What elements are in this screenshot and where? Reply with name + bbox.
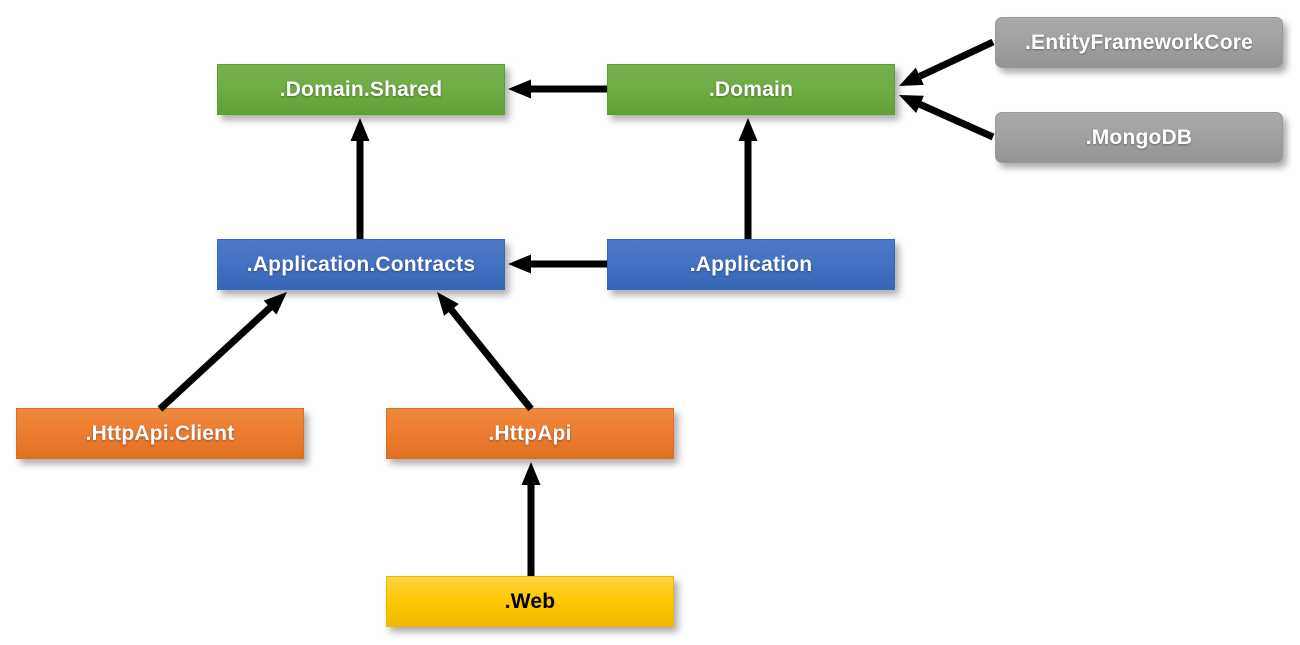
edge-arrowhead: [508, 254, 531, 274]
node-httpapi-client[interactable]: .HttpApi.Client: [16, 408, 304, 459]
node-web[interactable]: .Web: [386, 576, 674, 627]
edge-application-to-application-contracts: [508, 254, 607, 274]
node-label: .Domain.Shared: [279, 77, 443, 101]
edge-arrowhead: [738, 118, 758, 141]
edge-application-to-domain: [738, 118, 758, 239]
edge-line: [918, 38, 995, 80]
edge-line: [448, 307, 534, 412]
node-application[interactable]: .Application: [607, 239, 895, 290]
node-domain-shared[interactable]: .Domain.Shared: [217, 64, 505, 115]
edge-arrowhead: [521, 462, 541, 485]
edge-httpapi-to-application-contracts: [437, 292, 534, 412]
node-mongodb[interactable]: .MongoDB: [995, 112, 1283, 163]
edge-mongodb-to-domain: [899, 95, 995, 141]
node-label: .Application.Contracts: [246, 252, 476, 276]
edge-line: [918, 101, 995, 141]
node-label: .Domain: [708, 77, 794, 101]
node-entityframeworkcore[interactable]: .EntityFrameworkCore: [995, 17, 1283, 68]
edge-line: [157, 305, 273, 412]
edge-web-to-httpapi: [521, 462, 541, 576]
edge-arrowhead: [899, 95, 924, 114]
node-label: .HttpApi.Client: [85, 421, 235, 445]
node-label: .EntityFrameworkCore: [1024, 30, 1254, 54]
edge-arrowhead: [437, 292, 459, 316]
node-label: .Application: [689, 252, 813, 276]
edge-arrowhead: [899, 67, 924, 86]
node-domain[interactable]: .Domain: [607, 64, 895, 115]
edge-domain-to-domain-shared: [508, 79, 607, 99]
node-label: .Web: [504, 589, 556, 613]
node-label: .MongoDB: [1085, 125, 1193, 149]
node-httpapi[interactable]: .HttpApi: [386, 408, 674, 459]
edge-application-contracts-to-domain-shared: [350, 118, 370, 239]
node-application-contracts[interactable]: .Application.Contracts: [217, 239, 505, 290]
edge-httpapi-client-to-application-contracts: [157, 292, 287, 412]
edge-arrowhead: [263, 292, 287, 315]
edge-entityframeworkcore-to-domain: [899, 38, 995, 86]
edge-arrowhead: [508, 79, 531, 99]
node-label: .HttpApi: [488, 421, 572, 445]
edge-arrowhead: [350, 118, 370, 141]
